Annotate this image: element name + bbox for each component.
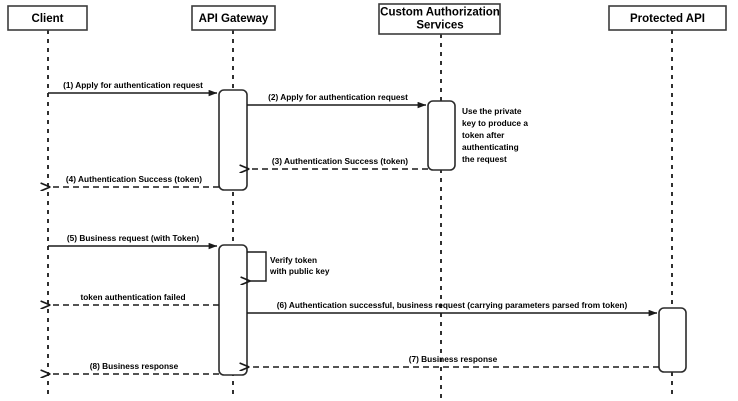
participant-api-gateway[interactable]: API Gateway bbox=[191, 5, 276, 31]
message-4-label: (4) Authentication Success (token) bbox=[66, 174, 202, 184]
note-private-key-line1: Use the private bbox=[462, 106, 522, 116]
note-private-key: Use the private key to produce a token a… bbox=[462, 106, 528, 164]
message-self-verify-token-label-line2: with public key bbox=[269, 266, 330, 276]
activation-protected-api[interactable] bbox=[658, 307, 687, 373]
message-token-authentication-failed-label: token authentication failed bbox=[80, 292, 185, 302]
participant-protected-api[interactable]: Protected API bbox=[608, 5, 727, 31]
activation-gateway-business[interactable] bbox=[218, 244, 248, 376]
note-private-key-line2: key to produce a bbox=[462, 118, 528, 128]
participant-label-custom-authorization-services-line1: Custom Authorization bbox=[380, 7, 500, 19]
message-1-apply-for-authentication-request[interactable]: (1) Apply for authentication request bbox=[48, 80, 218, 97]
message-self-verify-token-label-line1: Verify token bbox=[270, 255, 317, 265]
activations-group bbox=[218, 89, 687, 376]
participant-box-protected-api[interactable] bbox=[608, 5, 727, 31]
activation-gateway-auth[interactable] bbox=[218, 89, 248, 191]
messages-group: (1) Apply for authentication request (2)… bbox=[48, 80, 659, 374]
participant-label-api-gateway: API Gateway bbox=[199, 13, 269, 25]
participant-label-protected-api: Protected API bbox=[630, 13, 705, 25]
message-5-label: (5) Business request (with Token) bbox=[67, 233, 199, 243]
notes-group: Use the private key to produce a token a… bbox=[462, 106, 528, 164]
participant-headers-group: Client API Gateway Custom Authorization … bbox=[7, 3, 727, 35]
message-4-authentication-success-token[interactable]: (4) Authentication Success (token) bbox=[50, 174, 219, 187]
message-3-authentication-success-token[interactable]: (3) Authentication Success (token) bbox=[249, 156, 428, 169]
participant-label-client: Client bbox=[32, 13, 64, 25]
message-7-label: (7) Business response bbox=[409, 354, 498, 364]
note-private-key-line5: the request bbox=[462, 154, 507, 164]
participant-box-api-gateway[interactable] bbox=[191, 5, 276, 31]
message-6-authentication-successful-business-request[interactable]: (6) Authentication successful, business … bbox=[247, 300, 658, 317]
message-6-label: (6) Authentication successful, business … bbox=[277, 300, 628, 310]
participant-box-client[interactable] bbox=[7, 5, 88, 31]
participant-custom-authorization-services[interactable]: Custom Authorization Services bbox=[378, 3, 501, 35]
message-8-label: (8) Business response bbox=[90, 361, 179, 371]
message-7-business-response[interactable]: (7) Business response bbox=[249, 354, 659, 367]
participant-label-custom-authorization-services-line2: Services bbox=[416, 20, 463, 32]
message-3-label: (3) Authentication Success (token) bbox=[272, 156, 408, 166]
message-2-label: (2) Apply for authentication request bbox=[268, 92, 408, 102]
message-1-label: (1) Apply for authentication request bbox=[63, 80, 203, 90]
message-2-apply-for-authentication-request[interactable]: (2) Apply for authentication request bbox=[247, 92, 427, 109]
activation-custom-authorization-services[interactable] bbox=[427, 100, 456, 171]
participant-client[interactable]: Client bbox=[7, 5, 88, 31]
message-self-verify-token[interactable]: Verify token with public key bbox=[247, 251, 330, 281]
note-private-key-line4: authenticating bbox=[462, 142, 519, 152]
message-token-authentication-failed[interactable]: token authentication failed bbox=[50, 292, 219, 305]
message-8-business-response[interactable]: (8) Business response bbox=[50, 361, 219, 374]
note-private-key-line3: token after bbox=[462, 130, 505, 140]
message-5-business-request-with-token[interactable]: (5) Business request (with Token) bbox=[48, 233, 218, 250]
participant-box-custom-authorization-services[interactable] bbox=[378, 3, 501, 35]
message-self-verify-token-path bbox=[247, 251, 267, 281]
